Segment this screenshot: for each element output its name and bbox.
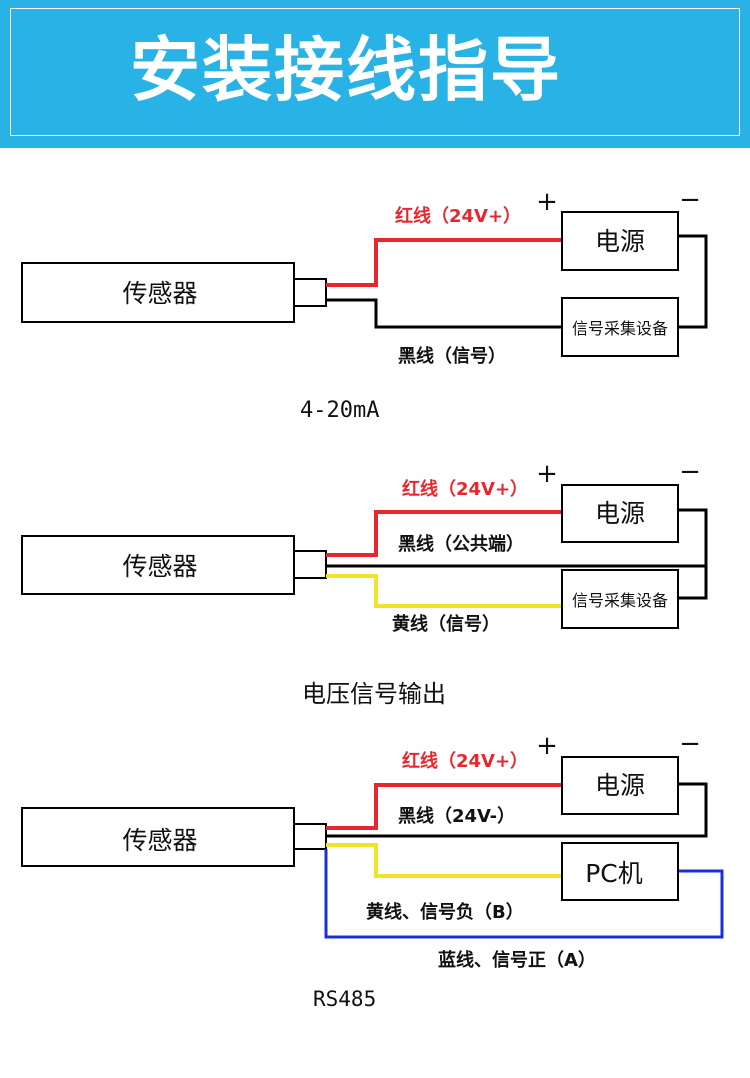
minus-sign-2: − <box>679 457 701 487</box>
page-title: 安装接线指导 <box>130 29 562 111</box>
black-wire-label-3: 黑线（24V-） <box>398 805 515 827</box>
yellow-wire-label-2: 黄线（信号） <box>392 613 500 635</box>
sensor-label-2: 传感器 <box>122 552 197 581</box>
black-wire-3 <box>326 782 708 838</box>
red-wire-1 <box>326 238 562 287</box>
power-box-1 <box>561 211 679 271</box>
pc-label: PC机 <box>585 859 643 888</box>
power-label-1: 电源 <box>595 227 645 256</box>
header-banner: 安装接线指导 <box>0 0 750 148</box>
diagram-voltage: 传感器 电源 信号采集设备 + − 红线（24V+） 黑线（公共端） 黄线（信号… <box>21 457 708 708</box>
sensor-label-1: 传感器 <box>122 279 197 308</box>
caption-4-20ma: 4-20mA <box>300 398 379 423</box>
red-wire-3 <box>326 783 562 830</box>
red-wire-label-1: 红线（24V+） <box>395 205 521 227</box>
black-wire-label-2: 黑线（公共端） <box>398 533 524 555</box>
return-wire-1 <box>678 234 708 329</box>
collector-label-2: 信号采集设备 <box>572 591 668 610</box>
pc-box <box>561 842 679 901</box>
cable-gland-1 <box>293 278 327 307</box>
collector-box-2 <box>561 569 679 629</box>
caption-voltage: 电压信号输出 <box>302 680 446 708</box>
header-frame <box>10 8 740 136</box>
diagram-4-20ma: 传感器 电源 信号采集设备 + − 红线（24V+） 黑线（信号） 4-20mA <box>21 185 708 423</box>
collector-label-1: 信号采集设备 <box>572 319 668 338</box>
caption-rs485: RS485 <box>313 987 376 1011</box>
power-box-2 <box>561 484 679 543</box>
power-label-3: 电源 <box>595 771 645 800</box>
red-wire-2 <box>326 510 562 557</box>
sensor-box-2 <box>21 535 295 595</box>
cable-gland-3 <box>293 823 327 850</box>
blue-wire-3 <box>324 849 724 939</box>
minus-sign-1: − <box>679 185 701 215</box>
collector-box-1 <box>561 297 679 357</box>
sensor-box-1 <box>21 262 295 323</box>
yellow-wire-3 <box>326 843 562 878</box>
yellow-wire-label-3: 黄线、信号负（B） <box>366 901 524 923</box>
red-wire-label-3: 红线（24V+） <box>402 750 528 772</box>
sensor-label-3: 传感器 <box>122 826 197 855</box>
cable-gland-2 <box>293 550 327 579</box>
black-wire-1 <box>326 298 562 329</box>
yellow-wire-2 <box>326 574 562 608</box>
plus-sign-1: + <box>536 187 558 217</box>
power-box-3 <box>561 756 679 815</box>
blue-wire-label-3: 蓝线、信号正（A） <box>438 949 596 971</box>
wiring-diagrams: 传感器 电源 信号采集设备 + − 红线（24V+） 黑线（信号） 4-20mA… <box>21 185 724 1011</box>
plus-sign-3: + <box>536 731 558 761</box>
return-wire-2 <box>678 508 708 600</box>
sensor-box-3 <box>21 807 295 867</box>
diagram-rs485: 传感器 电源 PC机 + − 红线（24V+） 黑线（24V-） 黄线、信号负（… <box>21 729 724 1011</box>
black-wire-label-1: 黑线（信号） <box>398 345 506 367</box>
red-wire-label-2: 红线（24V+） <box>402 478 528 500</box>
power-label-2: 电源 <box>595 499 645 528</box>
plus-sign-2: + <box>536 459 558 489</box>
minus-sign-3: − <box>679 729 701 759</box>
